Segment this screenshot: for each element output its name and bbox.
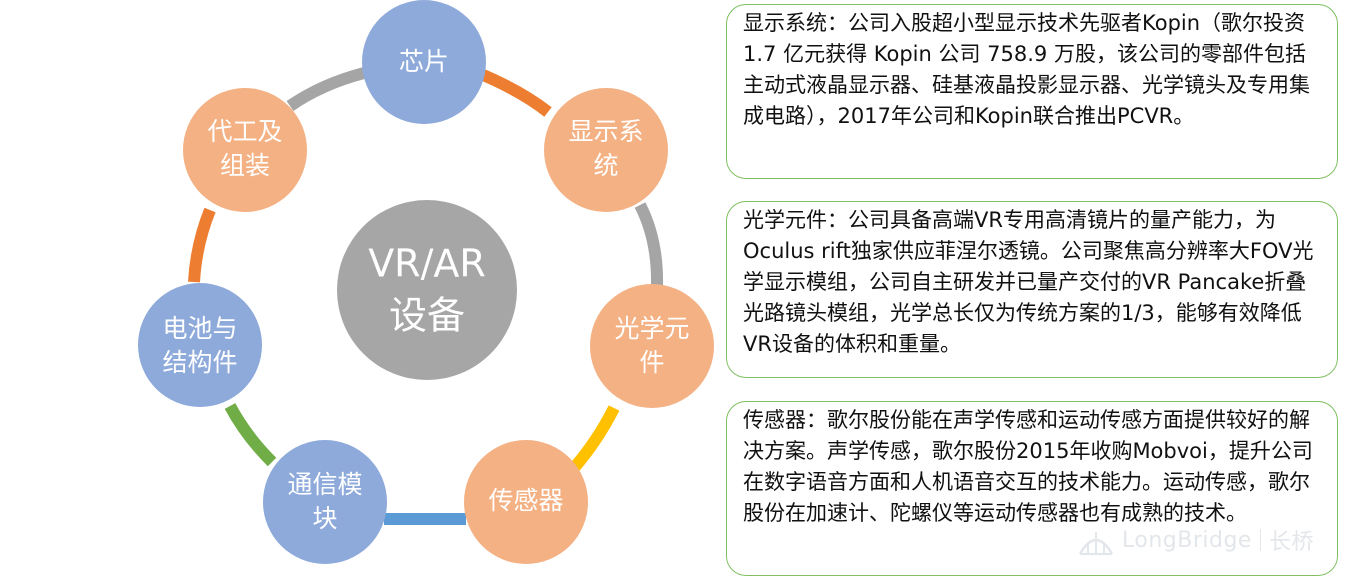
node-oem: 代工及 组装: [183, 88, 307, 212]
node-battery-label-2: 结构件: [162, 348, 237, 377]
node-display-label-1: 显示系: [568, 117, 643, 146]
watermark-brand: LongBridge: [1122, 527, 1252, 553]
node-comm-label-2: 块: [312, 504, 337, 533]
connector-battery-oem: [188, 207, 216, 283]
node-chip-circle: [362, 0, 486, 124]
longbridge-watermark: LongBridge 长桥: [1078, 523, 1314, 557]
node-chip-label: 芯片: [399, 47, 449, 76]
optical-components-box: 光学元件：公司具备高端VR专用高清镜片的量产能力，为Oculus rift独家供…: [726, 201, 1338, 378]
node-battery-label-1: 电池与: [162, 314, 237, 343]
node-sensor-circle: [464, 440, 588, 564]
sensor-box: 传感器：歌尔股份能在声学传感和运动传感方面提供较好的解决方案。声学传感，歌尔股份…: [726, 401, 1338, 576]
display-system-box: 显示系统：公司入股超小型显示技术先驱者Kopin（歌尔投资 1.7 亿元获得 K…: [726, 4, 1338, 179]
node-display: 显示系 统: [544, 88, 668, 212]
connector-display-optics: [634, 202, 664, 287]
node-oem-label-2: 组装: [220, 151, 270, 180]
node-battery: 电池与 结构件: [138, 283, 262, 407]
center-label-line1: VR/AR: [368, 242, 486, 286]
center-label-line2: 设备: [389, 294, 465, 338]
node-optics-label-2: 件: [639, 348, 664, 377]
sensor-text: 传感器：歌尔股份能在声学传感和运动传感方面提供较好的解决方案。声学传感，歌尔股份…: [743, 408, 1313, 525]
node-sensor: 传感器: [464, 440, 588, 564]
node-comm-label-1: 通信模: [287, 470, 362, 499]
vr-ar-ecosystem-diagram: VR/AR 设备 芯片 显示系 统 光学元 件 传感器 通信模 块 电池与 结构…: [138, 0, 714, 564]
watermark-divider: [1259, 529, 1261, 551]
watermark-cn: 长桥: [1268, 530, 1314, 555]
node-optics: 光学元 件: [590, 284, 714, 408]
node-oem-circle: [183, 88, 307, 212]
connector-optics-sensor: [569, 405, 620, 472]
center-circle: [337, 200, 517, 380]
connector-oem-chip: [286, 67, 366, 111]
node-display-label-2: 统: [593, 151, 618, 180]
connector-comm-battery: [224, 403, 277, 467]
center-node: VR/AR 设备: [337, 200, 517, 380]
node-oem-label-1: 代工及: [207, 117, 282, 146]
node-optics-label-1: 光学元: [614, 314, 689, 343]
node-display-circle: [544, 88, 668, 212]
node-sensor-label: 传感器: [488, 486, 563, 515]
longbridge-logo-icon: [1078, 532, 1114, 555]
display-system-text: 显示系统：公司入股超小型显示技术先驱者Kopin（歌尔投资 1.7 亿元获得 K…: [743, 11, 1310, 128]
node-chip: 芯片: [362, 0, 486, 124]
connector-chip-display: [473, 66, 552, 117]
node-comm-circle: [263, 440, 387, 564]
ring-connectors: [188, 66, 664, 525]
node-comm: 通信模 块: [263, 440, 387, 564]
optical-components-text: 光学元件：公司具备高端VR专用高清镜片的量产能力，为Oculus rift独家供…: [743, 208, 1314, 356]
node-battery-circle: [138, 283, 262, 407]
node-optics-circle: [590, 284, 714, 408]
